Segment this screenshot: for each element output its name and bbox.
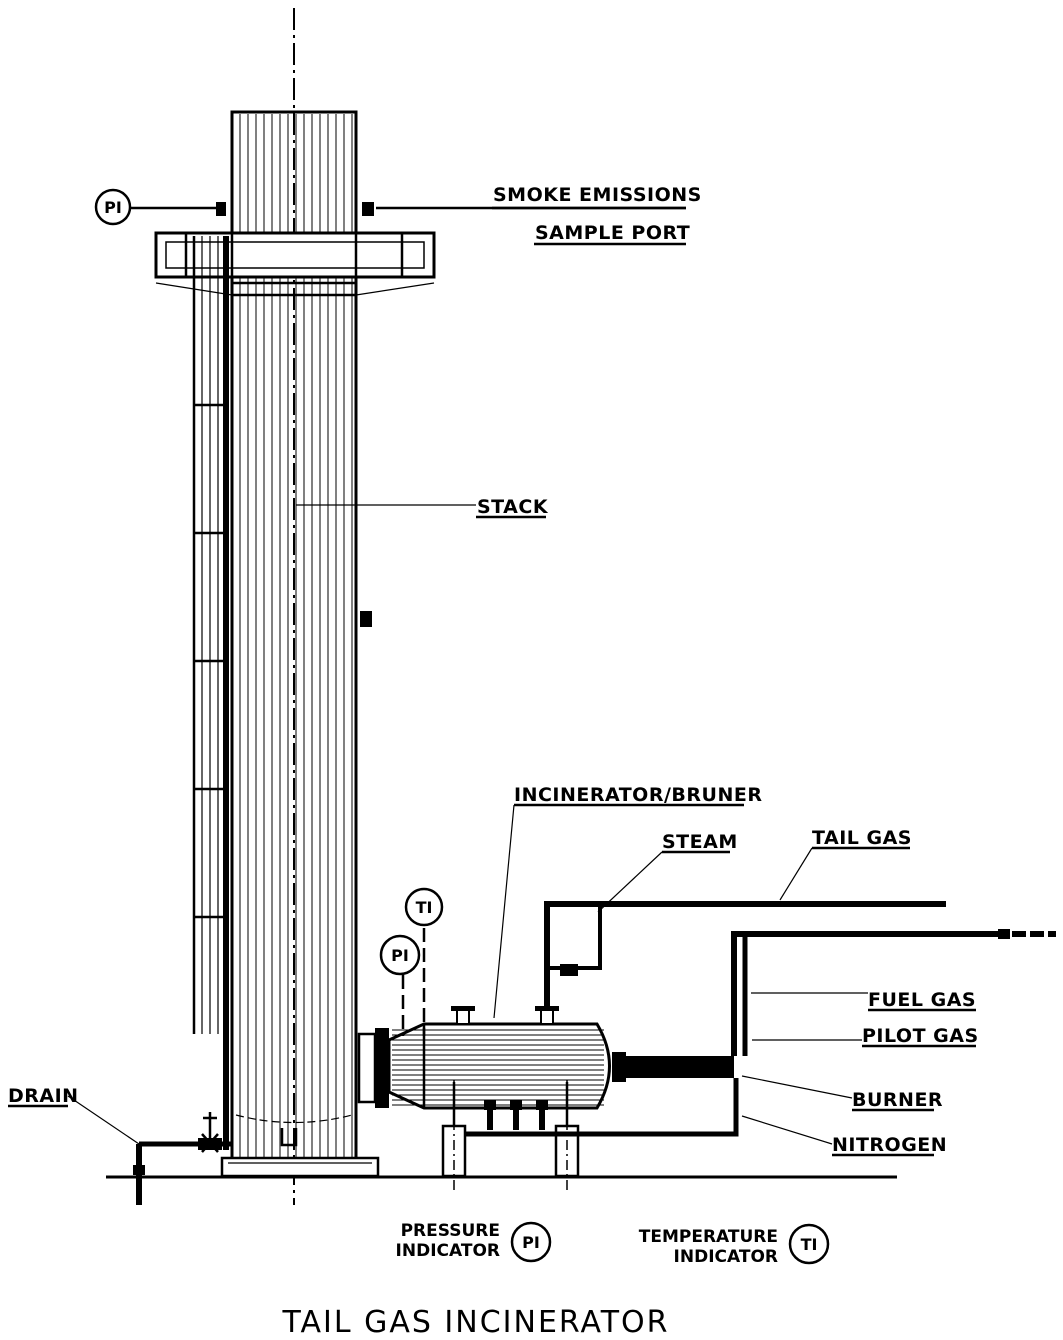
legend-pressure: PRESSURE INDICATOR PI xyxy=(396,1221,552,1263)
drain-piping xyxy=(133,1112,232,1205)
stack-hatching xyxy=(239,114,353,1158)
legend-temperature-line2: INDICATOR xyxy=(674,1247,778,1267)
legend-temperature-line1: TEMPERATURE xyxy=(639,1227,778,1247)
legend-pressure-line2: INDICATOR xyxy=(396,1241,500,1261)
incinerator-label: INCINERATOR/BRUNER xyxy=(514,784,762,806)
fuel-gas-line xyxy=(731,929,1056,1056)
legend-temperature: TEMPERATURE INDICATOR TI xyxy=(639,1223,830,1267)
tail-gas-label: TAIL GAS xyxy=(812,827,912,849)
pilot-gas-label: PILOT GAS xyxy=(862,1025,979,1047)
steam-tailgas-line xyxy=(544,901,946,1006)
nitrogen-line xyxy=(466,1078,739,1137)
legend-pressure-symbol: PI xyxy=(522,1233,540,1252)
pi-top-text: PI xyxy=(104,198,122,217)
fuel-gas-label: FUEL GAS xyxy=(868,989,976,1011)
burner-label: BURNER xyxy=(852,1089,943,1111)
legend-temperature-symbol: TI xyxy=(801,1235,818,1254)
pi-indicator-top: PI xyxy=(94,188,132,226)
pi-low-text: PI xyxy=(391,946,409,965)
stack xyxy=(230,8,358,1205)
sample-port-nozzle xyxy=(362,202,374,216)
ti-indicator: TI xyxy=(404,887,444,927)
ti-low-text: TI xyxy=(416,898,433,917)
leader-lines xyxy=(8,206,976,1157)
incinerator-vessel xyxy=(357,1006,734,1110)
stack-base xyxy=(220,1156,380,1178)
pi-indicator-low: PI xyxy=(379,934,421,976)
steam-label: STEAM xyxy=(662,831,738,853)
diagram-title: TAIL GAS INCINERATOR xyxy=(281,1305,669,1340)
pi-port-nozzle xyxy=(216,202,226,216)
legend-pressure-line1: PRESSURE xyxy=(401,1221,500,1241)
sample-port-label: SAMPLE PORT xyxy=(535,222,690,244)
nitrogen-label: NITROGEN xyxy=(832,1134,947,1156)
stack-label: STACK xyxy=(477,496,549,518)
ladder xyxy=(192,236,229,1150)
smoke-emissions-label: SMOKE EMISSIONS xyxy=(493,184,702,206)
stack-nozzle xyxy=(360,611,372,627)
drain-label: DRAIN xyxy=(8,1085,79,1107)
